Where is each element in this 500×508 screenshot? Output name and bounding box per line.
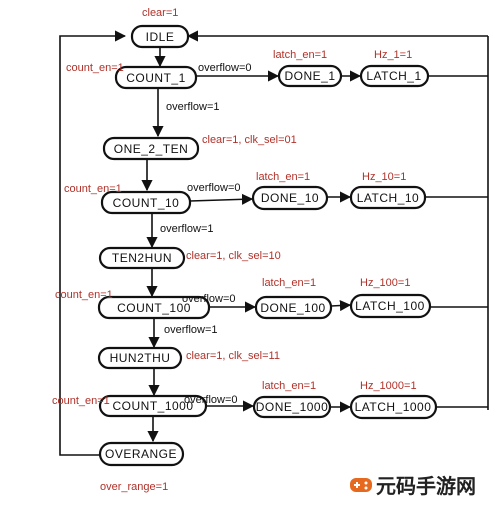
state-done-100: DONE_100 — [254, 295, 333, 320]
annot-done1000-latch-en: latch_en=1 — [262, 380, 316, 392]
annot-ten2hun-clear-clk: clear=1, clk_sel=10 — [186, 250, 281, 262]
annot-one2ten-clear-clk: clear=1, clk_sel=01 — [202, 134, 297, 146]
state-latch-100: LATCH_100 — [349, 293, 432, 319]
state-count-100-label: COUNT_100 — [117, 301, 191, 315]
annot-hun2thu-clear-clk: clear=1, clk_sel=11 — [186, 350, 280, 362]
annot-latch100-hz: Hz_100=1 — [360, 277, 410, 289]
cond-count10-overflow1: overflow=1 — [160, 223, 214, 235]
cond-count1-overflow1: overflow=1 — [166, 101, 220, 113]
annot-count1-count-en: count_en=1 — [66, 62, 124, 74]
state-hun2thu: HUN2THU — [97, 346, 183, 370]
state-count-1000-label: COUNT_1000 — [112, 399, 193, 413]
state-done-1-label: DONE_1 — [284, 69, 335, 83]
state-latch-1-label: LATCH_1 — [366, 69, 421, 83]
state-done-1: DONE_1 — [277, 64, 343, 88]
state-latch-1000: LATCH_1000 — [349, 394, 438, 420]
state-ten2hun: TEN2HUN — [98, 246, 186, 270]
cond-count10-overflow0: overflow=0 — [187, 182, 241, 194]
state-done-1000-label: DONE_1000 — [256, 400, 329, 414]
state-count-1: COUNT_1 — [114, 65, 198, 90]
state-one-2-ten: ONE_2_TEN — [102, 136, 200, 161]
state-count-10-label: COUNT_10 — [113, 196, 180, 210]
state-latch-1: LATCH_1 — [359, 64, 430, 88]
state-latch-10: LATCH_10 — [349, 185, 427, 210]
state-latch-1000-label: LATCH_1000 — [355, 400, 432, 414]
state-ten2hun-label: TEN2HUN — [112, 251, 172, 265]
state-done-10: DONE_10 — [251, 185, 329, 211]
annot-count100-count-en: count_en=1 — [55, 289, 113, 301]
edge-count10-done10 — [189, 193, 254, 205]
annot-overrange-output: over_range=1 — [100, 481, 168, 493]
cond-count100-overflow1: overflow=1 — [164, 324, 218, 336]
state-count-100: COUNT_100 — [97, 295, 211, 320]
annot-done10-latch-en: latch_en=1 — [256, 171, 310, 183]
state-idle: IDLE — [130, 24, 190, 49]
watermark-text: 元码手游网 — [376, 474, 476, 498]
state-one-2-ten-label: ONE_2_TEN — [114, 142, 189, 156]
edge-done100-latch100 — [330, 299, 352, 312]
state-done-1000: DONE_1000 — [252, 395, 332, 419]
state-count-10: COUNT_10 — [100, 190, 192, 215]
annot-done1-latch-en: latch_en=1 — [273, 49, 327, 61]
annot-latch1000-hz: Hz_1000=1 — [360, 380, 417, 392]
watermark: 元码手游网 — [350, 474, 476, 498]
annot-latch1-hz: Hz_1=1 — [374, 49, 412, 61]
cond-count1-overflow0: overflow=0 — [198, 62, 252, 74]
annot-count1000-count-en: count_en=1 — [52, 395, 110, 407]
annot-latch10-hz: Hz_10=1 — [362, 171, 406, 183]
state-latch-100-label: LATCH_100 — [355, 299, 425, 313]
state-idle-label: IDLE — [146, 30, 175, 44]
annot-done100-latch-en: latch_en=1 — [262, 277, 316, 289]
state-done-100-label: DONE_100 — [260, 301, 325, 315]
state-latch-10-label: LATCH_10 — [357, 191, 419, 205]
annot-count10-count-en: count_en=1 — [64, 183, 122, 195]
transitions — [59, 30, 489, 456]
cond-count1000-overflow0: overflow=0 — [184, 394, 238, 406]
state-count-1-label: COUNT_1 — [126, 71, 186, 85]
cond-count100-overflow0: overflow=0 — [182, 293, 236, 305]
state-overrange-label: OVERANGE — [105, 447, 177, 461]
edge-reset-loop — [59, 30, 127, 456]
annot-idle-clear: clear=1 — [142, 7, 178, 19]
state-hun2thu-label: HUN2THU — [110, 351, 171, 365]
state-overrange: OVERANGE — [98, 441, 185, 467]
state-count-1000: COUNT_1000 — [98, 394, 208, 418]
game-controller-icon — [350, 478, 372, 492]
state-done-10-label: DONE_10 — [261, 191, 319, 205]
output-annotations: clear=1 count_en=1 latch_en=1 Hz_1=1 cle… — [52, 7, 417, 493]
transition-conditions: overflow=0 overflow=1 overflow=0 overflo… — [160, 62, 252, 406]
